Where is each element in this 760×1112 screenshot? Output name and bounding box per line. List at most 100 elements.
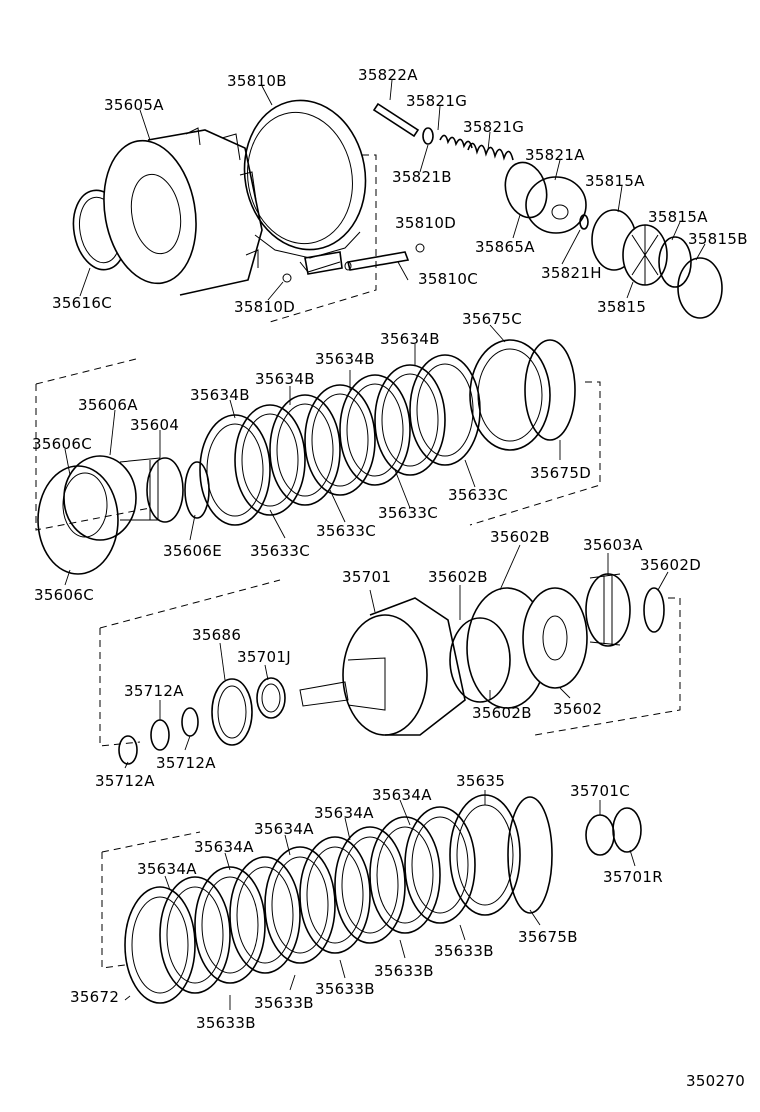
- part-35712a-ring-1: [118, 735, 138, 765]
- label-35810d-2: 35810D: [234, 298, 295, 316]
- part-35810d-clip-upper: [415, 243, 425, 253]
- label-35606e: 35606E: [163, 542, 222, 560]
- label-35810d-1: 35810D: [395, 214, 456, 232]
- label-35606c-1: 35606C: [32, 435, 92, 453]
- label-35822a: 35822A: [358, 66, 418, 84]
- part-35606a-piston: [63, 455, 137, 541]
- label-35633c-1: 35633C: [448, 486, 508, 504]
- part-35810b-band: [243, 99, 367, 273]
- part-35675b-snap-ring: [507, 796, 553, 914]
- part-35701c-washer: [585, 814, 615, 856]
- label-35821a: 35821A: [525, 146, 585, 164]
- label-35675c: 35675C: [462, 310, 522, 328]
- part-35603a-clutch-hub: [585, 573, 631, 647]
- label-35633b-5: 35633B: [434, 942, 494, 960]
- part-35810d-clip-lower: [282, 273, 292, 283]
- label-35810b: 35810B: [227, 72, 287, 90]
- label-35821g-1: 35821G: [406, 92, 467, 110]
- label-35634a-2: 35634A: [314, 804, 374, 822]
- part-35821g-spring-large: [467, 142, 514, 161]
- clutch-plates-b: [124, 794, 553, 1004]
- label-35633c-2: 35633C: [378, 504, 438, 522]
- label-35686: 35686: [192, 626, 241, 644]
- label-35634b-2: 35634B: [315, 350, 375, 368]
- label-35821g-2: 35821G: [463, 118, 524, 136]
- label-35633b-2: 35633B: [254, 994, 314, 1012]
- part-35821b-washer: [422, 127, 434, 145]
- label-35605a: 35605A: [104, 96, 164, 114]
- part-35602b-disc-a: [449, 617, 511, 703]
- clutch-plates-c: [199, 339, 576, 526]
- section-clutch-pack-c: [35, 339, 601, 575]
- figure-id: 350270: [686, 1072, 745, 1090]
- label-35675d: 35675D: [530, 464, 591, 482]
- label-35602b-1: 35602B: [490, 528, 550, 546]
- group-box-band: [269, 154, 377, 323]
- part-35602d-snap-ring: [643, 587, 665, 633]
- label-35633b-1: 35633B: [196, 1014, 256, 1032]
- label-35606c-2: 35606C: [34, 586, 94, 604]
- part-35712a-ring-3: [181, 707, 199, 737]
- label-35634a-4: 35634A: [194, 838, 254, 856]
- label-35616c: 35616C: [52, 294, 112, 312]
- leader-lines: [64, 79, 706, 1010]
- label-35815a-2: 35815A: [648, 208, 708, 226]
- label-35634a-5: 35634A: [137, 860, 197, 878]
- label-35810c: 35810C: [418, 270, 478, 288]
- part-35605a-drum: [103, 127, 263, 296]
- part-35701j-bearing: [256, 677, 286, 719]
- label-35701: 35701: [342, 568, 391, 586]
- label-35604: 35604: [130, 416, 179, 434]
- part-35865a-ring: [504, 161, 548, 219]
- group-box-left: [35, 357, 151, 531]
- label-35815a-1: 35815A: [585, 172, 645, 190]
- label-35633b-4: 35633B: [374, 962, 434, 980]
- part-35606c-inner: [62, 472, 108, 538]
- label-35634a-1: 35634A: [372, 786, 432, 804]
- label-35701j: 35701J: [237, 648, 291, 666]
- label-35712a-1: 35712A: [124, 682, 184, 700]
- label-35634b-1: 35634B: [380, 330, 440, 348]
- part-35686-thrust-washer: [211, 678, 253, 746]
- label-35602b-2: 35602B: [428, 568, 488, 586]
- group-box-center-right: [534, 597, 681, 736]
- part-35701r-bearing: [612, 807, 642, 853]
- part-35701-drum: [299, 597, 466, 736]
- part-35675d-snap-ring: [524, 339, 576, 441]
- part-35810c-pin: [304, 251, 410, 275]
- label-35633c-3: 35633C: [316, 522, 376, 540]
- label-35633c-4: 35633C: [250, 542, 310, 560]
- label-35865a: 35865A: [475, 238, 535, 256]
- part-35602-hub: [522, 587, 588, 689]
- part-35821h-ring: [579, 214, 589, 230]
- part-35815-cylinder: [591, 209, 668, 286]
- label-35815: 35815: [597, 298, 646, 316]
- part-35821g-spring-small: [439, 134, 473, 149]
- label-35635: 35635: [456, 772, 505, 790]
- part-35712a-ring-2: [150, 719, 170, 751]
- label-35701r: 35701R: [603, 868, 663, 886]
- label-35606a: 35606A: [78, 396, 138, 414]
- label-35634a-3: 35634A: [254, 820, 314, 838]
- part-35606c-seal: [37, 465, 119, 575]
- label-35675b: 35675B: [518, 928, 578, 946]
- group-box-center-left: [99, 579, 281, 747]
- label-35602: 35602: [553, 700, 602, 718]
- label-35701c: 35701C: [570, 782, 630, 800]
- label-35602b-3: 35602B: [472, 704, 532, 722]
- section-clutch-pack-b: [101, 794, 642, 1004]
- part-labels: 35605A 35810B 35822A 35821G 35821G 35821…: [32, 66, 748, 1090]
- part-35822a-rod: [372, 102, 420, 138]
- label-35634b-4: 35634B: [190, 386, 250, 404]
- label-35603a: 35603A: [583, 536, 643, 554]
- label-35712a-2: 35712A: [156, 754, 216, 772]
- label-35602d: 35602D: [640, 556, 701, 574]
- section-top-assembly: [72, 99, 723, 323]
- section-center-assembly: [99, 573, 681, 765]
- label-35821b: 35821B: [392, 168, 452, 186]
- part-35604-spring-retainer: [119, 457, 184, 523]
- part-35815b-snap-ring: [677, 257, 723, 319]
- label-35634b-3: 35634B: [255, 370, 315, 388]
